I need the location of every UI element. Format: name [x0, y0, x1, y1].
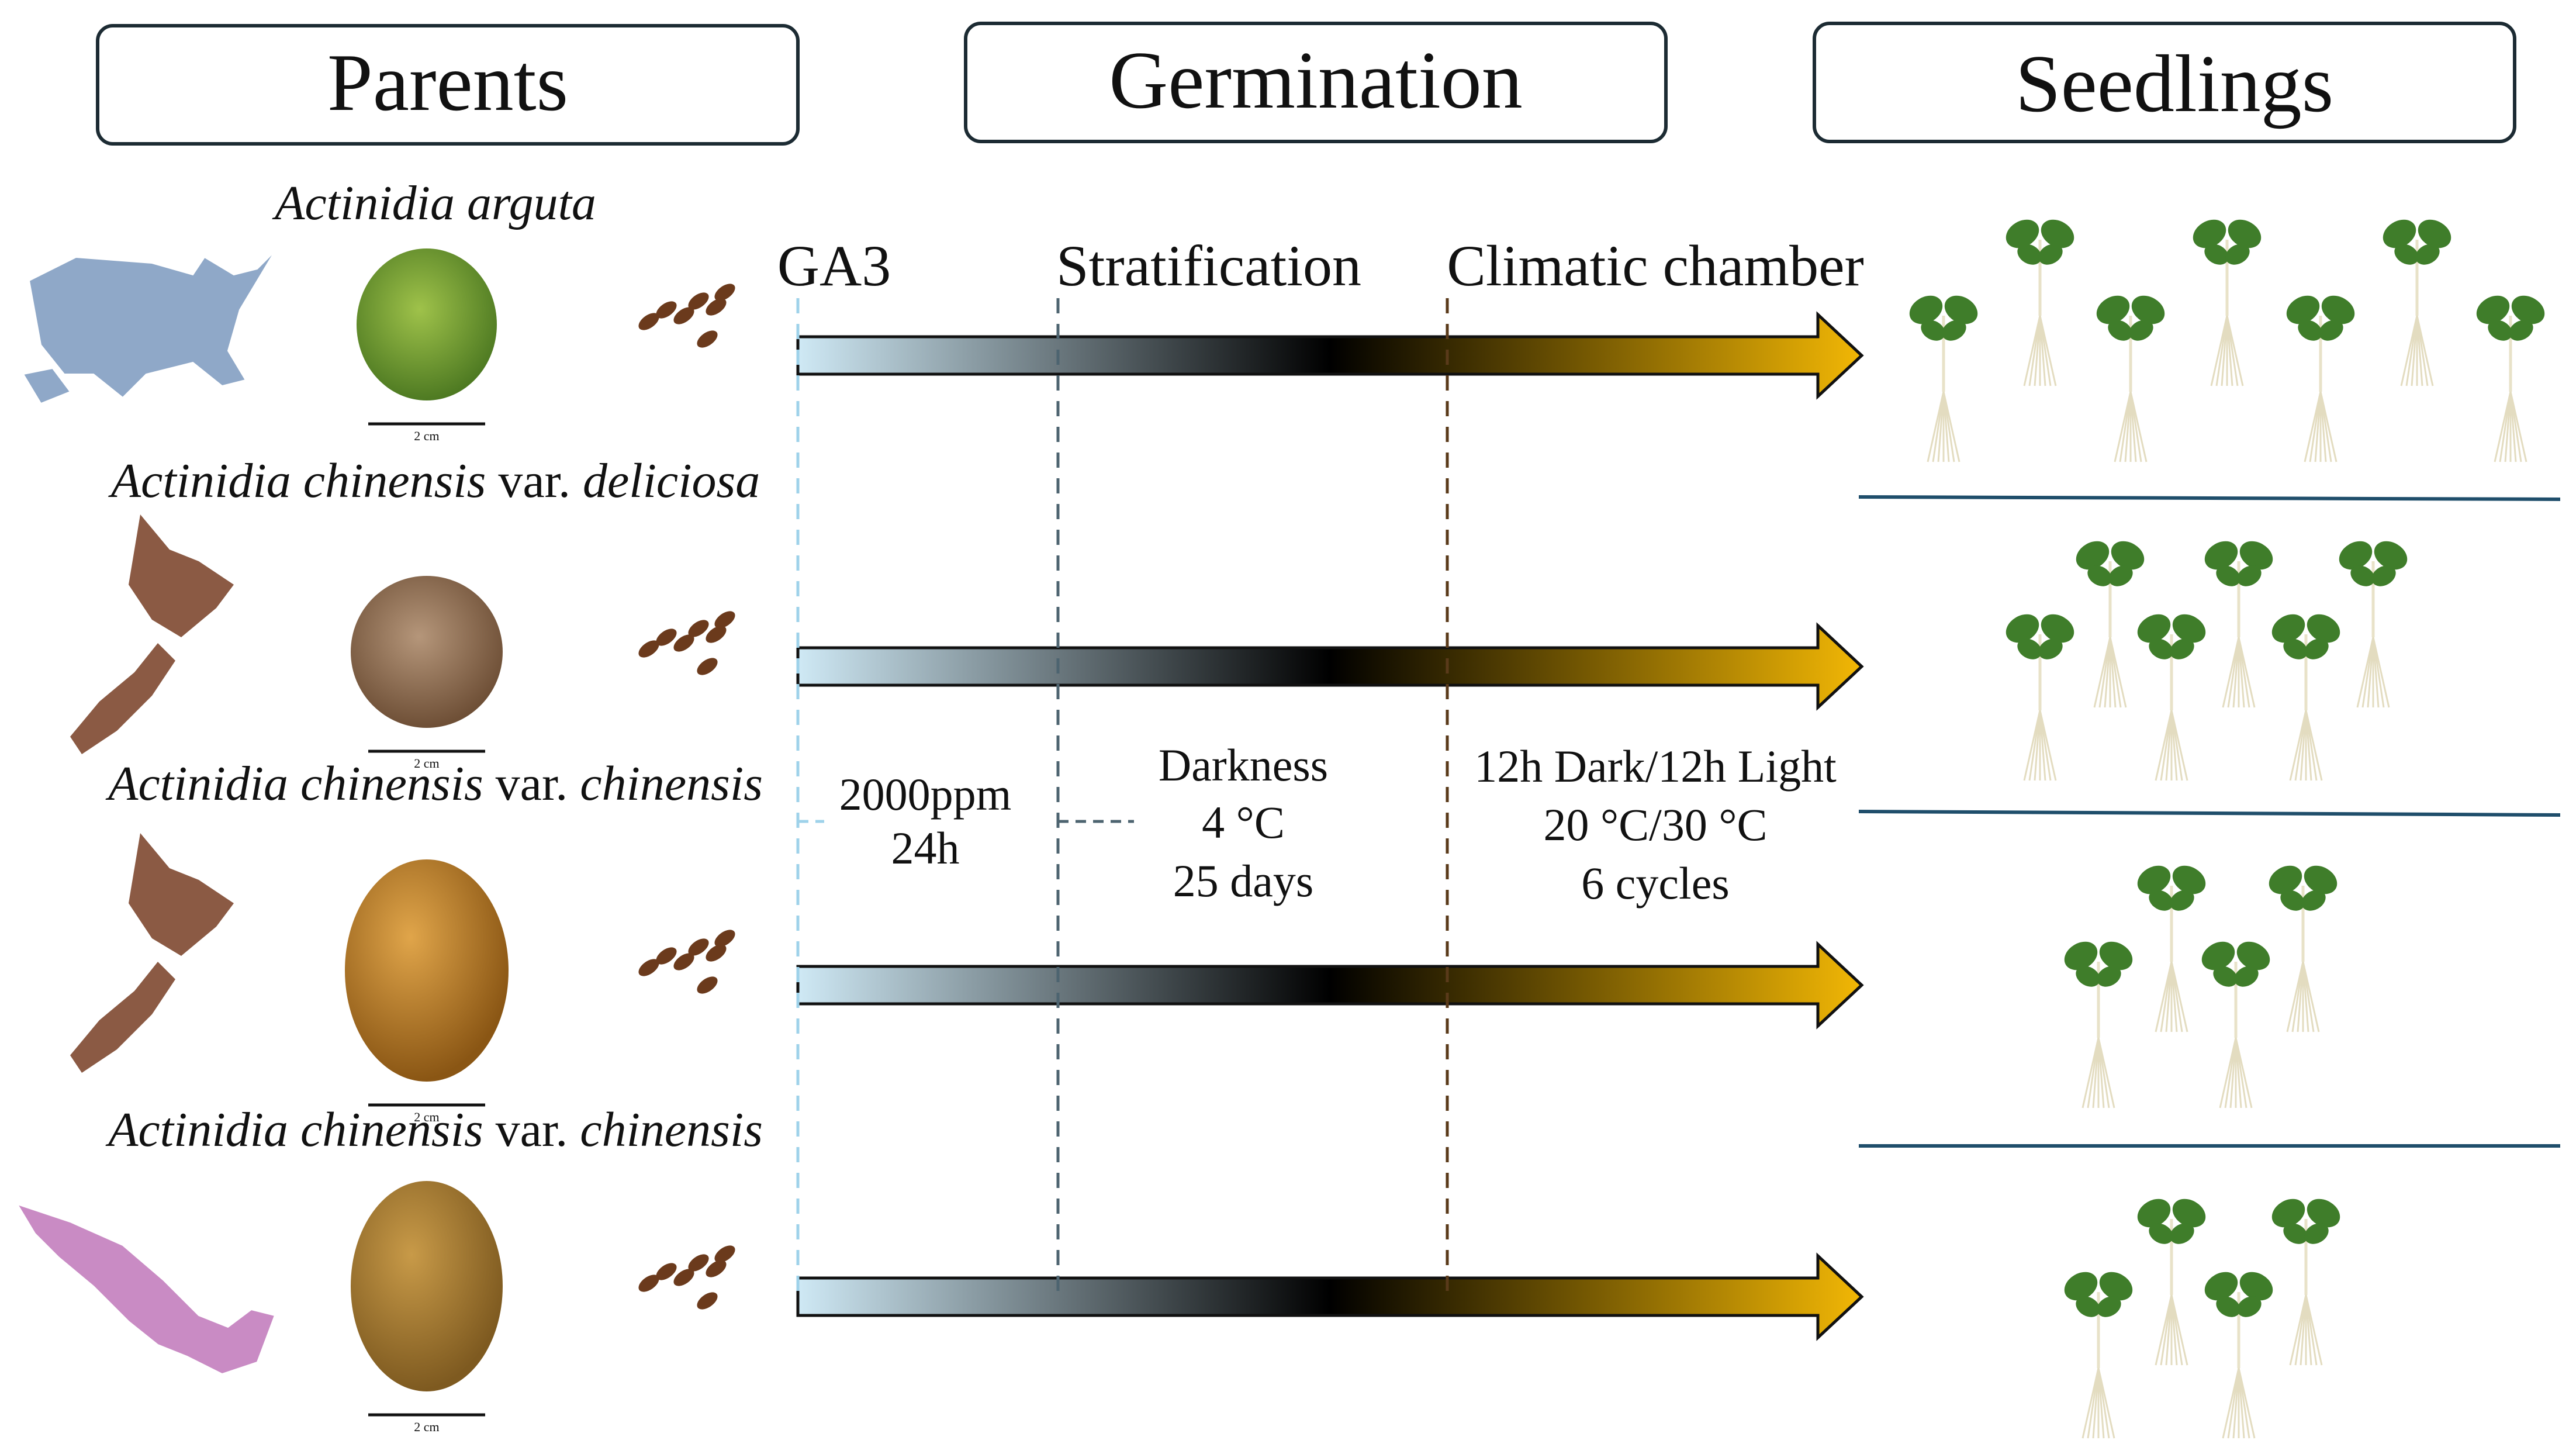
stratification-detail-light: Darkness [1159, 740, 1328, 790]
seedling-divider [1858, 495, 2561, 501]
seedling-icon [2339, 541, 2408, 708]
species-label: Actinidia arguta [272, 176, 596, 230]
header-germination: Germination [964, 22, 1668, 143]
seeds-icon [638, 1245, 735, 1310]
ga3-detail-concentration: 2000ppm [839, 769, 1012, 820]
ga3-details: 2000ppm 24h [839, 769, 1012, 873]
chamber-detail-cycles: 6 cycles [1581, 858, 1729, 909]
seedling-icon [2137, 865, 2206, 1032]
seedling-icon [2193, 219, 2262, 386]
species-label: Actinidia chinensis var. chinensis [105, 757, 763, 811]
header-seedlings: Seedlings [1813, 22, 2516, 143]
seeds-icon [638, 930, 735, 994]
species-label: Actinidia chinensis var. chinensis [105, 1103, 763, 1157]
deliciosa-fruit [351, 576, 503, 728]
seedling-icon [2064, 1272, 2133, 1439]
seedlings-group [2006, 541, 2408, 781]
header-germination-label: Germination [1109, 35, 1523, 126]
chamber-detail-photoperiod: 12h Dark/12h Light [1474, 741, 1837, 792]
stage-title-climatic-chamber: Climatic chamber [1447, 233, 1864, 298]
chinensis-fruit-nz [345, 859, 509, 1082]
seeds-icon [638, 611, 735, 675]
species-label: Actinidia chinensis var. deliciosa [108, 454, 760, 508]
germination-process-arrow [796, 311, 1864, 400]
seedling-divider [1858, 810, 2561, 817]
seedling-icon [2137, 1199, 2206, 1366]
stratification-detail-temperature: 4 °C [1202, 797, 1285, 848]
seedling-icon [2383, 219, 2451, 386]
seedling-icon [2201, 941, 2270, 1108]
new-zealand-map [70, 833, 234, 1073]
seedling-icon [2137, 614, 2206, 781]
seedling-icon [2006, 614, 2074, 781]
seedling-icon [1909, 295, 1978, 462]
parent-row: Actinidia arguta 2 cm [22, 176, 2545, 462]
seedling-icon [2476, 295, 2545, 462]
scale-label: 2 cm [414, 429, 439, 443]
seedling-icon [2271, 1199, 2340, 1366]
seedlings-group [2064, 1199, 2340, 1439]
mexico-map [16, 1203, 276, 1375]
chinensis-fruit-mx [351, 1181, 503, 1391]
ga3-detail-duration: 24h [891, 823, 960, 873]
germination-process-arrow [796, 622, 1864, 711]
arguta-fruit [357, 248, 497, 400]
seedling-icon [2076, 541, 2145, 708]
parent-row: Actinidia chinensis var. deliciosa 2 cm [70, 454, 2408, 781]
seedling-icon [2064, 941, 2133, 1108]
climatic-chamber-details: 12h Dark/12h Light 20 °C/30 °C 6 cycles [1474, 741, 1837, 909]
seedling-icon [2269, 865, 2338, 1032]
germination-process-arrow [796, 1252, 1864, 1341]
scale-label: 2 cm [414, 1110, 439, 1124]
usa-map [22, 251, 275, 405]
stage-title-stratification: Stratification [1056, 233, 1361, 298]
seedlings-group [1909, 219, 2545, 462]
scale-label: 2 cm [414, 1420, 439, 1434]
stratification-detail-duration: 25 days [1173, 855, 1313, 906]
seedling-icon [2204, 1272, 2273, 1439]
new-zealand-map [70, 514, 234, 754]
seedling-icon [2286, 295, 2355, 462]
seedling-icon [2096, 295, 2165, 462]
header-parents-label: Parents [327, 37, 568, 128]
chamber-detail-temperature: 20 °C/30 °C [1543, 799, 1767, 850]
scale-label: 2 cm [414, 756, 439, 771]
seedling-icon [2271, 614, 2340, 781]
seedling-icon [2006, 219, 2074, 386]
seeds-icon [638, 284, 735, 348]
germination-process-arrow [796, 941, 1864, 1030]
seedling-icon [2204, 541, 2273, 708]
header-parents: Parents [96, 24, 800, 146]
seedlings-group [2064, 865, 2338, 1108]
header-seedlings-label: Seedlings [2015, 39, 2333, 129]
stratification-details: Darkness 4 °C 25 days [1159, 740, 1328, 906]
stage-title-ga3: GA3 [777, 233, 891, 298]
